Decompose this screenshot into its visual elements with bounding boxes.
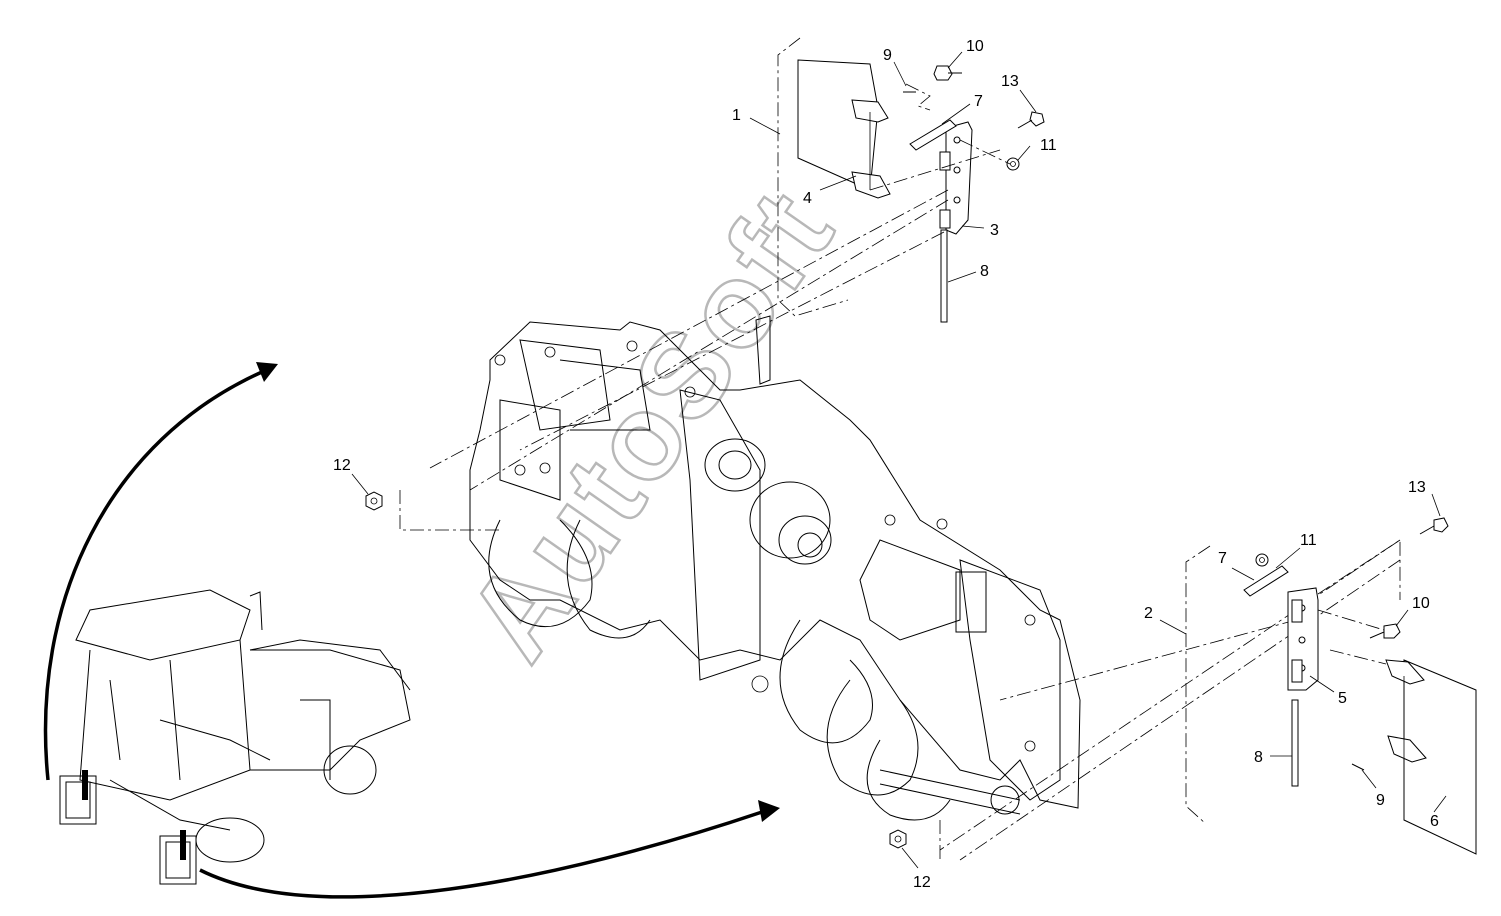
hinge-pin-8-lower [1291,699,1299,787]
callout-12-right: 12 [913,874,931,891]
callout-12-left: 12 [333,457,351,474]
callout-7-upper: 7 [974,93,983,110]
gearbox-housing [749,481,831,559]
callout-8-upper: 8 [980,263,989,280]
guard-plate-6 [1403,659,1477,855]
callout-13-lower: 13 [1408,479,1426,496]
auger-flight-right [779,619,873,744]
bolt-10-upper [933,65,953,81]
paver-wheel [323,745,377,795]
plate6-hinge-bottom [1387,735,1427,763]
callout-13-upper: 13 [1001,73,1019,90]
bolt-10-lower [1383,623,1401,639]
paver-roof [75,589,251,661]
callout-11-lower: 11 [1300,532,1317,549]
leader-lines [351,51,1447,869]
callout-11-upper: 11 [1040,137,1057,154]
arrow-to-lower [199,810,763,899]
callout-10-lower: 10 [1412,595,1430,612]
plate-hinge-bottom [851,171,891,199]
hinge-pin-8 [940,229,948,323]
projection-lines [399,189,1401,861]
nut-11-upper [1006,157,1020,171]
callout-3: 3 [990,222,999,239]
lower-phantom-boundary [1185,545,1211,825]
callout-6: 6 [1430,813,1439,830]
paver-guard-right [159,835,197,885]
guard-plate-4 [797,59,879,191]
bolt-13-lower [1433,517,1449,533]
callout-8-lower: 8 [1254,749,1263,766]
strap-7-lower [1243,565,1289,597]
center-drive-housing [679,389,761,681]
paver-guard-left [59,775,97,825]
callout-9-upper: 9 [883,47,892,64]
callout-10-upper: 10 [966,38,984,55]
nut-12-right [889,829,907,849]
indicator-arrows [43,362,780,899]
callout-1: 1 [732,107,741,124]
arrow-to-upper [43,370,263,781]
callout-5: 5 [1338,690,1347,707]
plate6-hinge-top [1385,659,1425,685]
upper-guard-assembly [777,37,1045,323]
auger-housing-frame [469,315,1081,821]
cotter-pin-9-lower [1351,763,1365,771]
right-end-plate [959,559,1061,801]
auger-flight-left [488,519,593,628]
strap-7 [909,119,957,151]
nut-12-left [365,491,383,511]
callout-7-lower: 7 [1218,550,1227,567]
paver-vehicle-overview [59,589,411,885]
upper-phantom-boundary [777,37,849,317]
callout-4: 4 [803,190,812,207]
plate-hinge-top [851,99,889,123]
frame-outline [469,321,1081,809]
lower-guard-assembly [1185,517,1477,855]
bolt-13-upper [1029,111,1045,127]
callout-2: 2 [1144,605,1153,622]
callouts: 1 4 9 10 7 13 11 3 8 12 13 7 11 2 10 5 8… [333,38,1439,891]
callout-9-lower: 9 [1376,792,1385,809]
nut-11-lower [1255,553,1269,567]
